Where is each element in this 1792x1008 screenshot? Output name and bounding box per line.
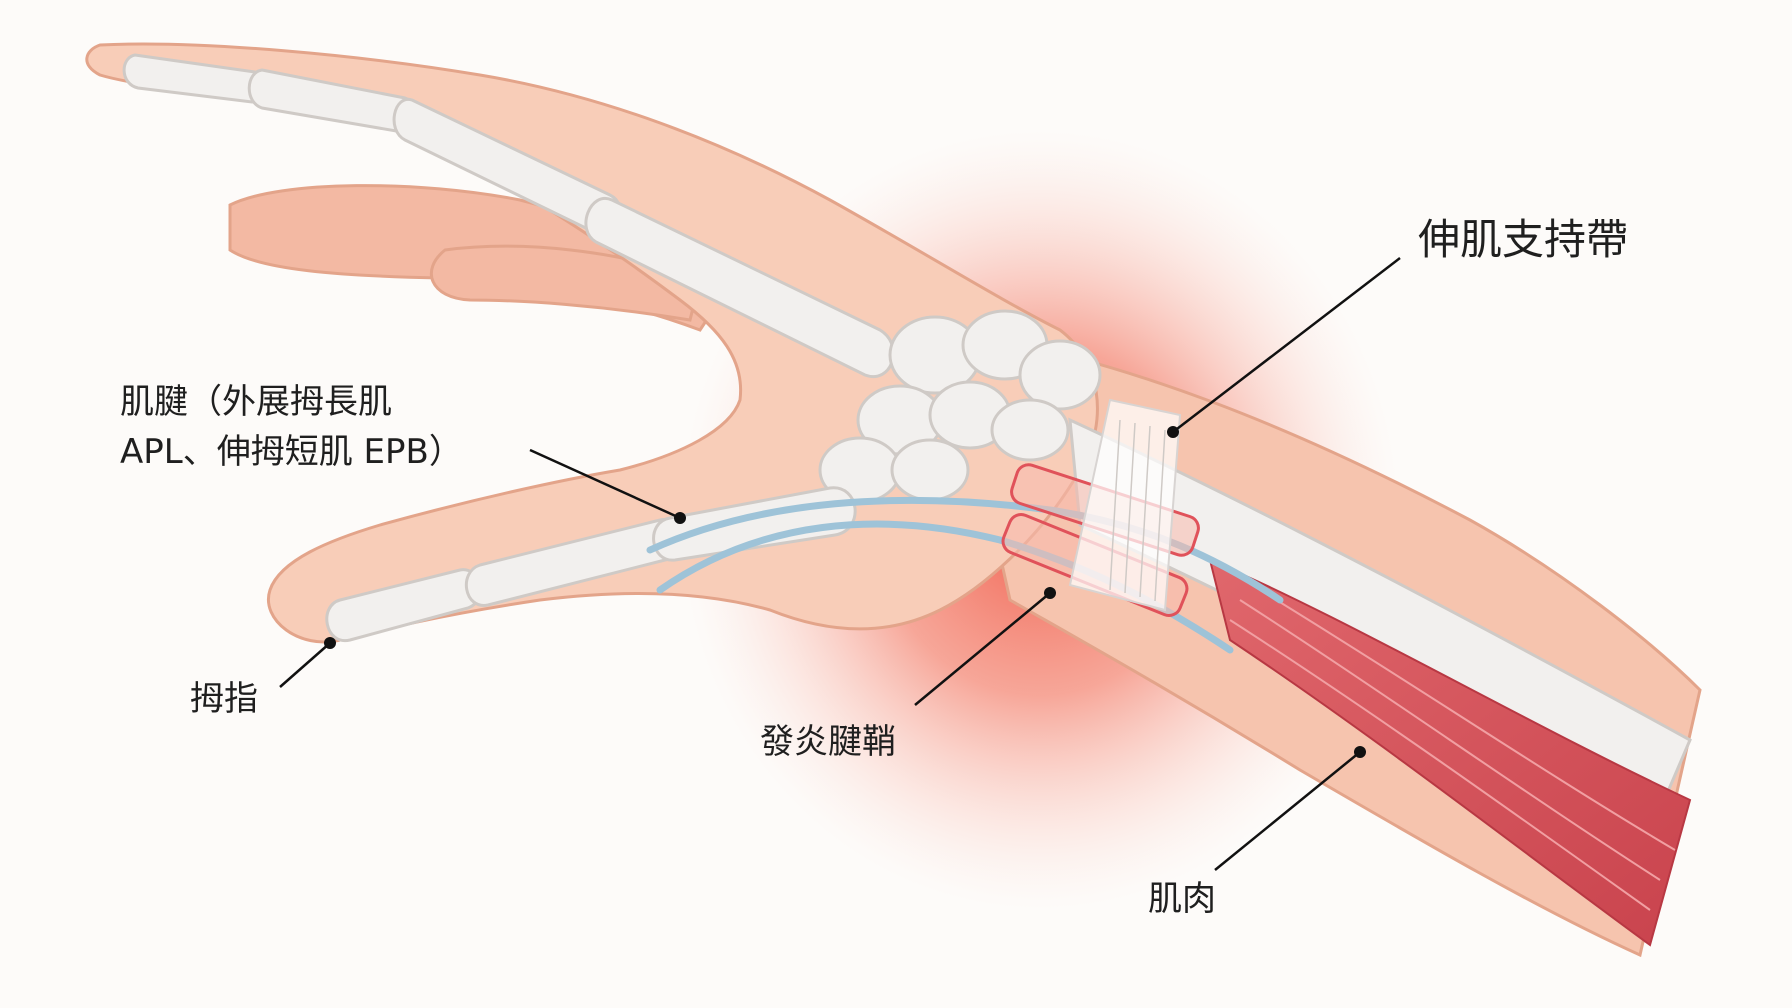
label-tendon-line1: 肌腱（外展拇長肌: [120, 382, 392, 422]
label-extensor-retinaculum: 伸肌支持帶: [1418, 215, 1629, 264]
leader-dots: [324, 426, 1366, 758]
label-inflamed-sheath: 發炎腱鞘: [760, 722, 896, 762]
leader-dot-retinaculum: [1167, 426, 1179, 438]
leader-lines: [279, 257, 1401, 871]
label-muscle: 肌肉: [1148, 879, 1216, 919]
index-finger-bones: [122, 53, 895, 379]
leader-dot-muscle: [1354, 746, 1366, 758]
leader-dot-thumb: [324, 637, 336, 649]
leader-thumb: [279, 642, 331, 688]
leader-dot-tendon: [674, 512, 686, 524]
label-tendon-line2: APL、伸拇短肌 EPB）: [120, 432, 463, 472]
leader-tendon: [529, 448, 681, 520]
leader-muscle: [1214, 751, 1361, 871]
forearm-muscle: [1208, 558, 1692, 947]
leader-retinaculum: [1172, 257, 1401, 433]
extensor-retinaculum-band: [1068, 398, 1182, 612]
leader-sheath: [914, 592, 1051, 706]
label-thumb: 拇指: [190, 679, 258, 719]
leader-dot-sheath: [1044, 587, 1056, 599]
carpal-bones: [818, 309, 1102, 504]
